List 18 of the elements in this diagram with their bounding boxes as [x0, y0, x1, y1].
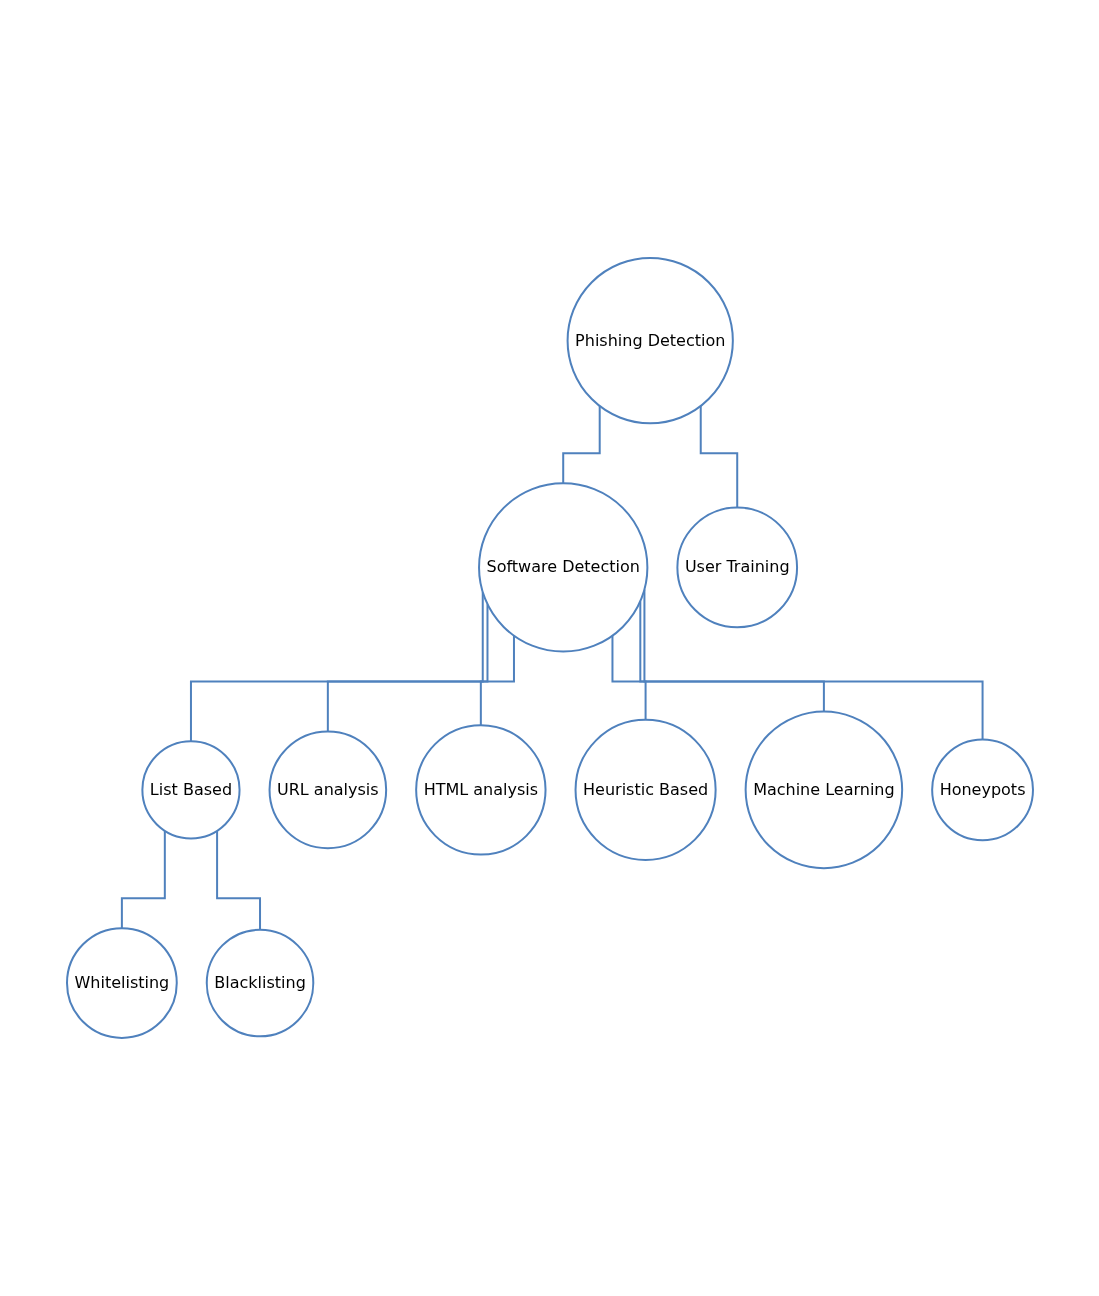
- node-circle: HTML analysis: [414, 724, 547, 856]
- connector: [120, 829, 166, 930]
- node-circle: Software Detection: [477, 482, 648, 653]
- node-circle: Phishing Detection: [566, 257, 734, 425]
- connector: [215, 829, 261, 931]
- connector: [561, 405, 601, 485]
- node-circle: List Based: [140, 740, 241, 840]
- connector: [479, 634, 515, 727]
- node-circle: Blacklisting: [205, 928, 314, 1038]
- connector: [610, 634, 647, 721]
- node-circle: Honeypots: [930, 738, 1034, 842]
- node-circle: Heuristic Based: [574, 718, 717, 861]
- connector: [638, 600, 825, 713]
- node-circle: User Training: [675, 506, 798, 629]
- node-circle: Machine Learning: [744, 710, 903, 870]
- node-circle: Whitelisting: [65, 927, 178, 1039]
- node-circle: URL analysis: [268, 730, 387, 850]
- connector: [699, 405, 738, 509]
